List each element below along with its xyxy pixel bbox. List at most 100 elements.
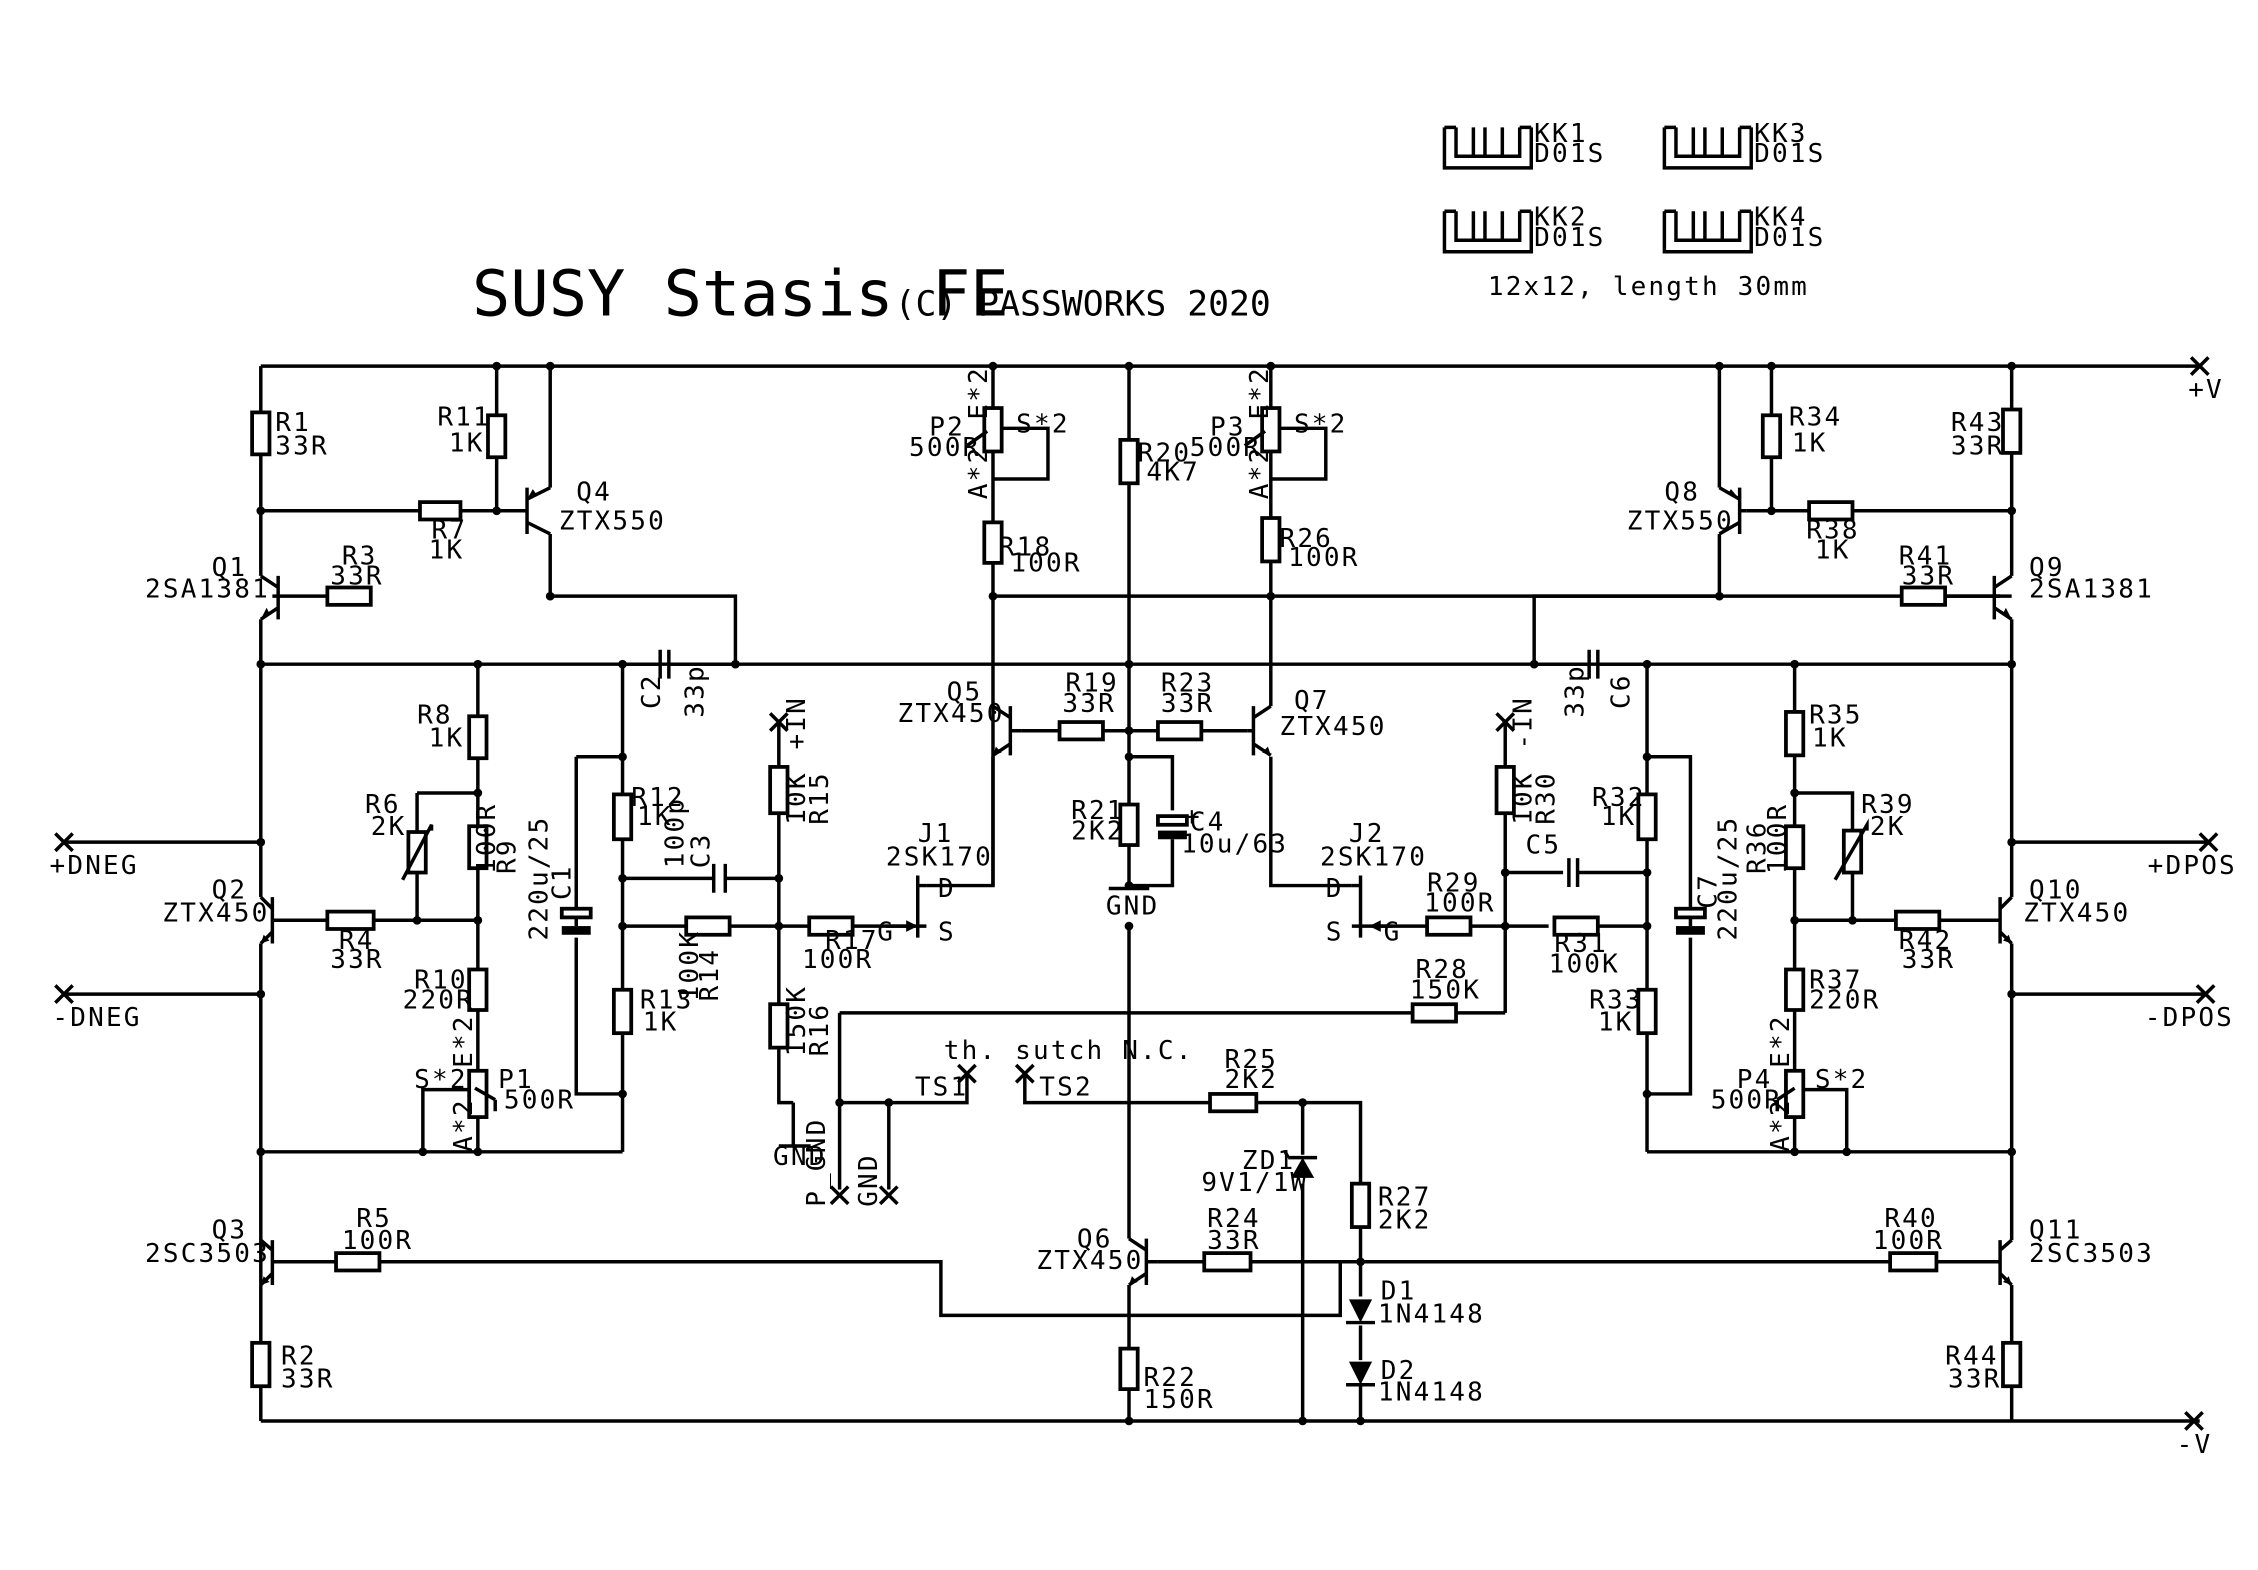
svg-text:33R: 33R bbox=[1062, 689, 1116, 719]
svg-text:R38: R38 bbox=[1806, 515, 1860, 545]
svg-text:P2: P2 bbox=[929, 413, 965, 443]
rail-neg-terminal[interactable]: -V bbox=[2177, 1411, 2213, 1460]
svg-text:33R: 33R bbox=[330, 562, 384, 592]
gnd-center: GND bbox=[1106, 886, 1157, 922]
port-in-pos[interactable]: +IN bbox=[768, 696, 812, 750]
svg-text:S: S bbox=[1326, 918, 1344, 948]
thermal-switch[interactable]: th. sutch N.C. TS1 TS2 bbox=[915, 1036, 1194, 1102]
port-in-neg[interactable]: -IN bbox=[1495, 696, 1539, 750]
svg-text:R4: R4 bbox=[339, 926, 375, 956]
capacitor-c6: 33p C6 bbox=[1534, 649, 1648, 718]
svg-text:R25: R25 bbox=[1225, 1045, 1279, 1075]
svg-text:E*2: E*2 bbox=[1245, 366, 1275, 420]
port-gnd[interactable]: GND bbox=[854, 1153, 899, 1207]
svg-text:Q4: Q4 bbox=[576, 478, 612, 508]
svg-text:A*2: A*2 bbox=[964, 446, 994, 500]
svg-text:500R: 500R bbox=[1190, 433, 1261, 463]
svg-text:2K: 2K bbox=[371, 812, 407, 842]
port-dneg-pos[interactable]: +DNEG bbox=[50, 832, 261, 881]
port-dneg-neg[interactable]: -DNEG bbox=[52, 984, 261, 1033]
svg-text:2K2: 2K2 bbox=[1225, 1065, 1279, 1095]
svg-text:ZTX450: ZTX450 bbox=[2023, 899, 2130, 929]
svg-text:R2: R2 bbox=[281, 1342, 317, 1372]
rail-wires bbox=[260, 364, 2200, 1423]
svg-text:100K: 100K bbox=[1549, 949, 1620, 979]
svg-text:ZD1: ZD1 bbox=[1242, 1146, 1296, 1176]
svg-text:+V: +V bbox=[2188, 375, 2224, 405]
svg-text:R33: R33 bbox=[1589, 986, 1643, 1016]
port-dpos-neg[interactable]: -DPOS bbox=[2011, 984, 2234, 1033]
svg-text:ZTX550: ZTX550 bbox=[1627, 507, 1734, 537]
svg-text:KK3: KK3 bbox=[1754, 119, 1808, 149]
svg-text:10K: 10K bbox=[782, 771, 812, 825]
svg-text:1K: 1K bbox=[1792, 428, 1828, 458]
c4-plus-mark: + bbox=[1184, 802, 1202, 832]
capacitor-c2: C2 33p bbox=[622, 649, 736, 718]
svg-text:R36: R36 bbox=[1743, 820, 1773, 874]
svg-text:220u/25: 220u/25 bbox=[1714, 816, 1744, 941]
svg-text:1K: 1K bbox=[643, 1007, 679, 1037]
svg-text:+DPOS: +DPOS bbox=[2148, 851, 2237, 881]
svg-text:R27: R27 bbox=[1378, 1182, 1432, 1212]
port-p-gnd[interactable]: P_GND bbox=[802, 1118, 850, 1207]
svg-text:J1: J1 bbox=[918, 819, 954, 849]
svg-text:100R: 100R bbox=[1424, 889, 1495, 919]
svg-text:C2: C2 bbox=[637, 673, 667, 709]
svg-text:9V1/1W: 9V1/1W bbox=[1201, 1168, 1308, 1198]
svg-text:Q1: Q1 bbox=[212, 553, 248, 583]
capacitor-c7: C7 220u/25 bbox=[1674, 816, 1744, 941]
svg-text:33R: 33R bbox=[275, 431, 329, 461]
svg-text:GND: GND bbox=[773, 1142, 827, 1172]
svg-text:33R: 33R bbox=[1902, 562, 1956, 592]
svg-text:100R: 100R bbox=[342, 1226, 413, 1256]
svg-text:R42: R42 bbox=[1899, 926, 1953, 956]
svg-text:1N4148: 1N4148 bbox=[1378, 1300, 1485, 1330]
svg-text:R5: R5 bbox=[356, 1204, 392, 1234]
port-dpos-pos[interactable]: +DPOS bbox=[2011, 832, 2237, 881]
svg-text:R43: R43 bbox=[1951, 408, 2005, 438]
svg-text:D2: D2 bbox=[1381, 1356, 1417, 1386]
svg-text:33R: 33R bbox=[1902, 945, 1956, 975]
svg-text:A*2: A*2 bbox=[449, 1098, 479, 1152]
svg-text:KK1: KK1 bbox=[1534, 119, 1588, 149]
svg-text:R32: R32 bbox=[1592, 783, 1646, 813]
svg-text:2K: 2K bbox=[1870, 812, 1906, 842]
svg-text:10u/63: 10u/63 bbox=[1181, 829, 1288, 859]
heatsink-kk1: KK1 D01S bbox=[1442, 119, 1603, 170]
rail-pos-terminal[interactable]: +V bbox=[2188, 356, 2224, 405]
svg-text:C7: C7 bbox=[1693, 873, 1723, 909]
svg-text:220u/25: 220u/25 bbox=[524, 816, 554, 941]
svg-text:R40: R40 bbox=[1884, 1204, 1938, 1234]
svg-text:+IN: +IN bbox=[782, 696, 812, 750]
svg-text:500R: 500R bbox=[1711, 1085, 1782, 1115]
svg-text:R1: R1 bbox=[275, 408, 311, 438]
svg-text:100R: 100R bbox=[1288, 543, 1359, 573]
